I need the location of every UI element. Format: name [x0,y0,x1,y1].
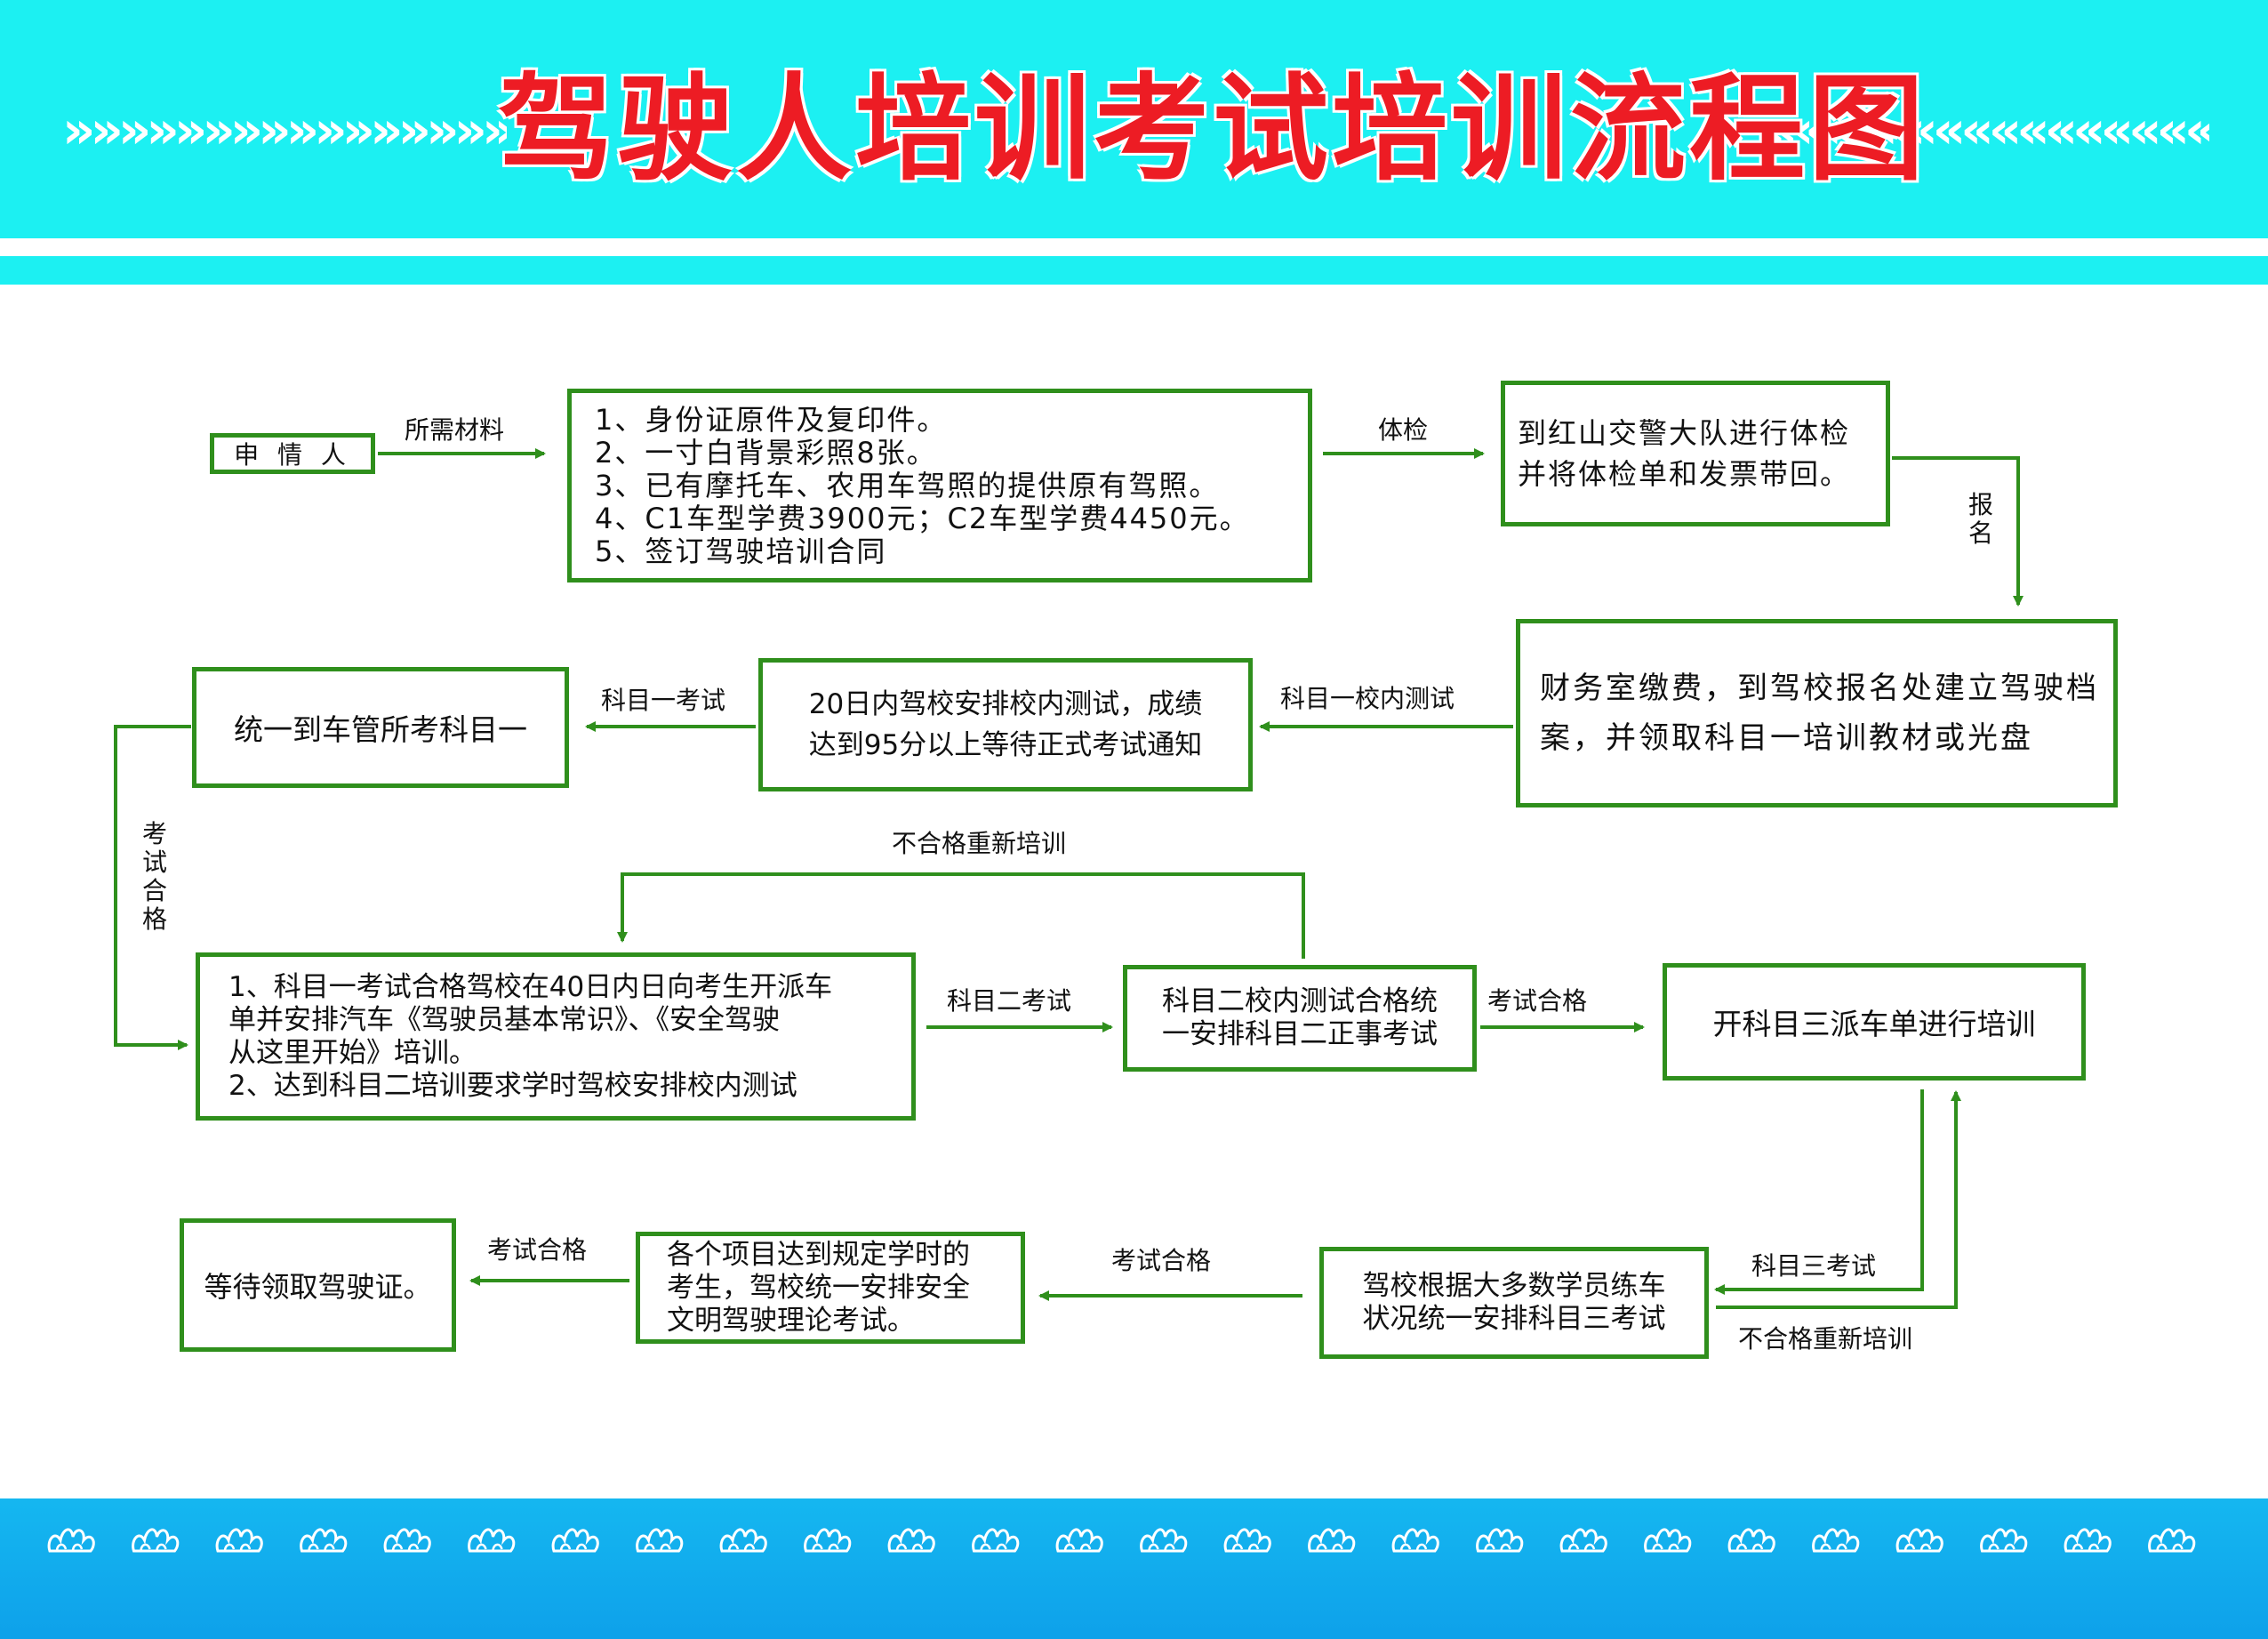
subject1-exam-text: 统一到车管所考科目一 [234,712,527,747]
flower-ornament-icon [1980,1528,2028,1553]
flower-ornament-icon [47,1528,95,1553]
flower-ornament-icon [1140,1528,1188,1553]
subject3-training-node: 开科目三派车单进行培训 [1663,963,2086,1081]
edge-label-exam-passed-2: 考试合格 [1111,1246,1212,1275]
edge-label-retrain-top: 不合格重新培训 [892,829,1067,858]
theory-exam-text: 各个项目达到规定学时的 考生，驾校统一安排安全 文明驾驶理论考试。 [667,1238,970,1337]
payment-node: 财务室缴费，到驾校报名处建立驾驶档 案，并领取科目一培训教材或光盘 [1516,619,2118,807]
license-node: 等待领取驾驶证。 [180,1218,456,1352]
flower-ornament-icon [972,1528,1020,1553]
flower-ornament-icon [215,1528,263,1553]
flower-ornament-icon [719,1528,767,1553]
right-chevron-decoration: «««««««««««««««««««««««««««« [1765,103,2209,157]
flower-ornament-icon [468,1528,516,1553]
edge-label-register: 报名 [1967,490,1993,548]
left-chevron-decoration: »»»»»»»»»»»»»»»»»»»»»»»»»»»» [62,103,507,157]
flower-ornament-icon [804,1528,852,1553]
subject3-exam-text: 驾校根据大多数学员练车 状况统一安排科目三考试 [1362,1270,1666,1335]
footer-flower-icons [47,1528,2196,1553]
theory-exam-node: 各个项目达到规定学时的 考生，驾校统一安排安全 文明驾驶理论考试。 [636,1232,1025,1344]
flower-ornament-icon [1644,1528,1692,1553]
flower-ornament-icon [1812,1528,1860,1553]
license-text: 等待领取驾驶证。 [204,1270,432,1304]
footer-ornament-row [36,1521,2240,1556]
flower-ornament-icon [1055,1528,1103,1553]
flower-ornament-icon [1559,1528,1607,1553]
header-divider [0,238,2268,256]
edge-label-subject1-exam: 科目一考试 [601,686,726,715]
internal-test-1-node: 20日内驾校安排校内测试，成绩 达到95分以上等待正式考试通知 [758,658,1253,791]
edge-label-subject1-internal: 科目一校内测试 [1280,684,1455,713]
flower-ornament-icon [1476,1528,1524,1553]
flower-ornament-icon [1391,1528,1439,1553]
arrow-retrain-bottom [1716,1090,1961,1309]
flower-ornament-icon [636,1528,684,1553]
edge-label-exam-passed-3: 考试合格 [487,1235,588,1265]
flower-ornament-icon [1223,1528,1271,1553]
flower-ornament-icon [383,1528,431,1553]
footer-band [0,1498,2268,1639]
flower-ornament-icon [1895,1528,1943,1553]
arrow-subject3-training-to-exam [1714,1089,1924,1295]
payment-text: 财务室缴费，到驾校报名处建立驾驶档 案，并领取科目一培训教材或光盘 [1540,671,2099,756]
flower-ornament-icon [300,1528,348,1553]
arrow-subject1-to-subject2-training [114,725,191,1050]
edge-label-exam-passed-vertical: 考试合格 [141,819,167,934]
edge-label-exam-passed-1: 考试合格 [1487,986,1588,1016]
edge-label-subject3-exam: 科目三考试 [1751,1251,1877,1281]
applicant-node: 申 情 人 [210,433,375,474]
subject3-training-text: 开科目三派车单进行培训 [1712,1007,2036,1041]
header-lower-band [0,256,2268,285]
edge-label-physical: 体检 [1378,415,1429,445]
flower-ornament-icon [2148,1528,2196,1553]
arrow-retrain-top [617,872,1305,959]
physical-exam-node: 到红山交警大队进行体检 并将体检单和发票带回。 [1501,381,1890,526]
flower-ornament-icon [132,1528,180,1553]
flower-ornament-icon [887,1528,935,1553]
physical-exam-text: 到红山交警大队进行体检 并将体检单和发票带回。 [1518,416,1851,491]
flower-ornament-icon [551,1528,599,1553]
materials-node: 1、身份证原件及复印件。 2、一寸白背景彩照8张。 3、已有摩托车、农用车驾照的… [567,389,1312,582]
arrow-physical-to-payment [1892,456,2024,607]
internal-test-1-text: 20日内驾校安排校内测试，成绩 达到95分以上等待正式考试通知 [808,688,1203,761]
subject1-exam-node: 统一到车管所考科目一 [192,667,569,788]
flower-ornament-icon [2064,1528,2112,1553]
flower-ornament-icon [1727,1528,1775,1553]
subject2-exam-text: 科目二校内测试合格统 一安排科目二正事考试 [1162,985,1438,1050]
edge-label-required-materials: 所需材料 [405,415,505,445]
flower-ornament-icon [1308,1528,1356,1553]
materials-list: 1、身份证原件及复印件。 2、一寸白背景彩照8张。 3、已有摩托车、农用车驾照的… [595,402,1250,568]
edge-label-retrain-bottom: 不合格重新培训 [1738,1324,1913,1354]
header-band [0,0,2268,238]
subject3-exam-node: 驾校根据大多数学员练车 状况统一安排科目三考试 [1319,1247,1709,1359]
applicant-label: 申 情 人 [234,440,351,470]
page-title: 驾驶人培训考试培训流程图 [498,61,1928,197]
subject2-training-node: 1、科目一考试合格驾校在40日内日向考生开派车 单并安排汽车《驾驶员基本常识》、… [196,952,916,1121]
subject2-exam-node: 科目二校内测试合格统 一安排科目二正事考试 [1123,965,1477,1072]
subject2-training-text: 1、科目一考试合格驾校在40日内日向考生开派车 单并安排汽车《驾驶员基本常识》、… [228,970,833,1102]
edge-label-subject2-exam: 科目二考试 [947,986,1072,1016]
